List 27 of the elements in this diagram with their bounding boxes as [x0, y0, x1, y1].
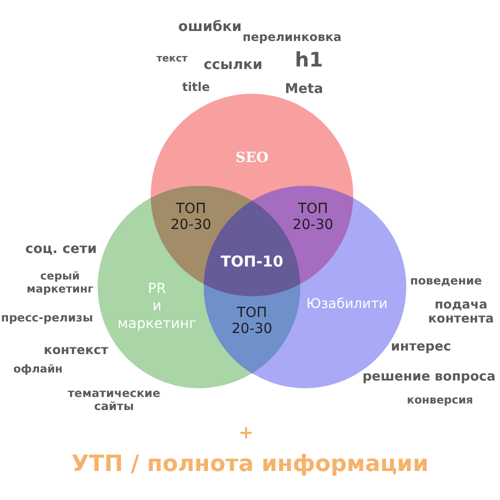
keyword: Meta	[284, 82, 324, 98]
set-label: PR и маркетинг	[118, 280, 196, 334]
keyword: конверсия	[406, 394, 474, 408]
set-label: Юзабилити	[306, 297, 388, 313]
keyword: интерес	[390, 340, 452, 356]
overlap-label: ТОП 20-30	[170, 200, 212, 234]
keyword: текст	[156, 53, 188, 65]
keyword: решение вопроса	[362, 370, 496, 386]
bottom-note: УТП / полнота информации	[72, 452, 428, 478]
keyword: подача контента	[428, 298, 494, 326]
keyword: контекст	[44, 342, 108, 358]
keyword: пресс-релизы	[1, 311, 93, 325]
keyword: title	[182, 81, 210, 95]
keyword: тематические сайты	[68, 386, 160, 414]
plus-sign: +	[238, 424, 254, 444]
keyword: соц. сети	[25, 242, 97, 258]
keyword: поведение	[410, 274, 482, 288]
keyword: h1	[294, 48, 324, 72]
keyword: офлайн	[13, 364, 63, 376]
overlap-label: ТОП 20-30	[230, 304, 274, 338]
keyword: перелинковка	[242, 31, 342, 45]
keyword: ошибки	[178, 18, 242, 36]
keyword: серый маркетинг	[26, 270, 94, 296]
keyword: ссылки	[204, 56, 262, 74]
overlap-label: ТОП-10	[220, 253, 284, 271]
overlap-label: ТОП 20-30	[292, 200, 334, 234]
set-label: SEO	[236, 150, 268, 166]
